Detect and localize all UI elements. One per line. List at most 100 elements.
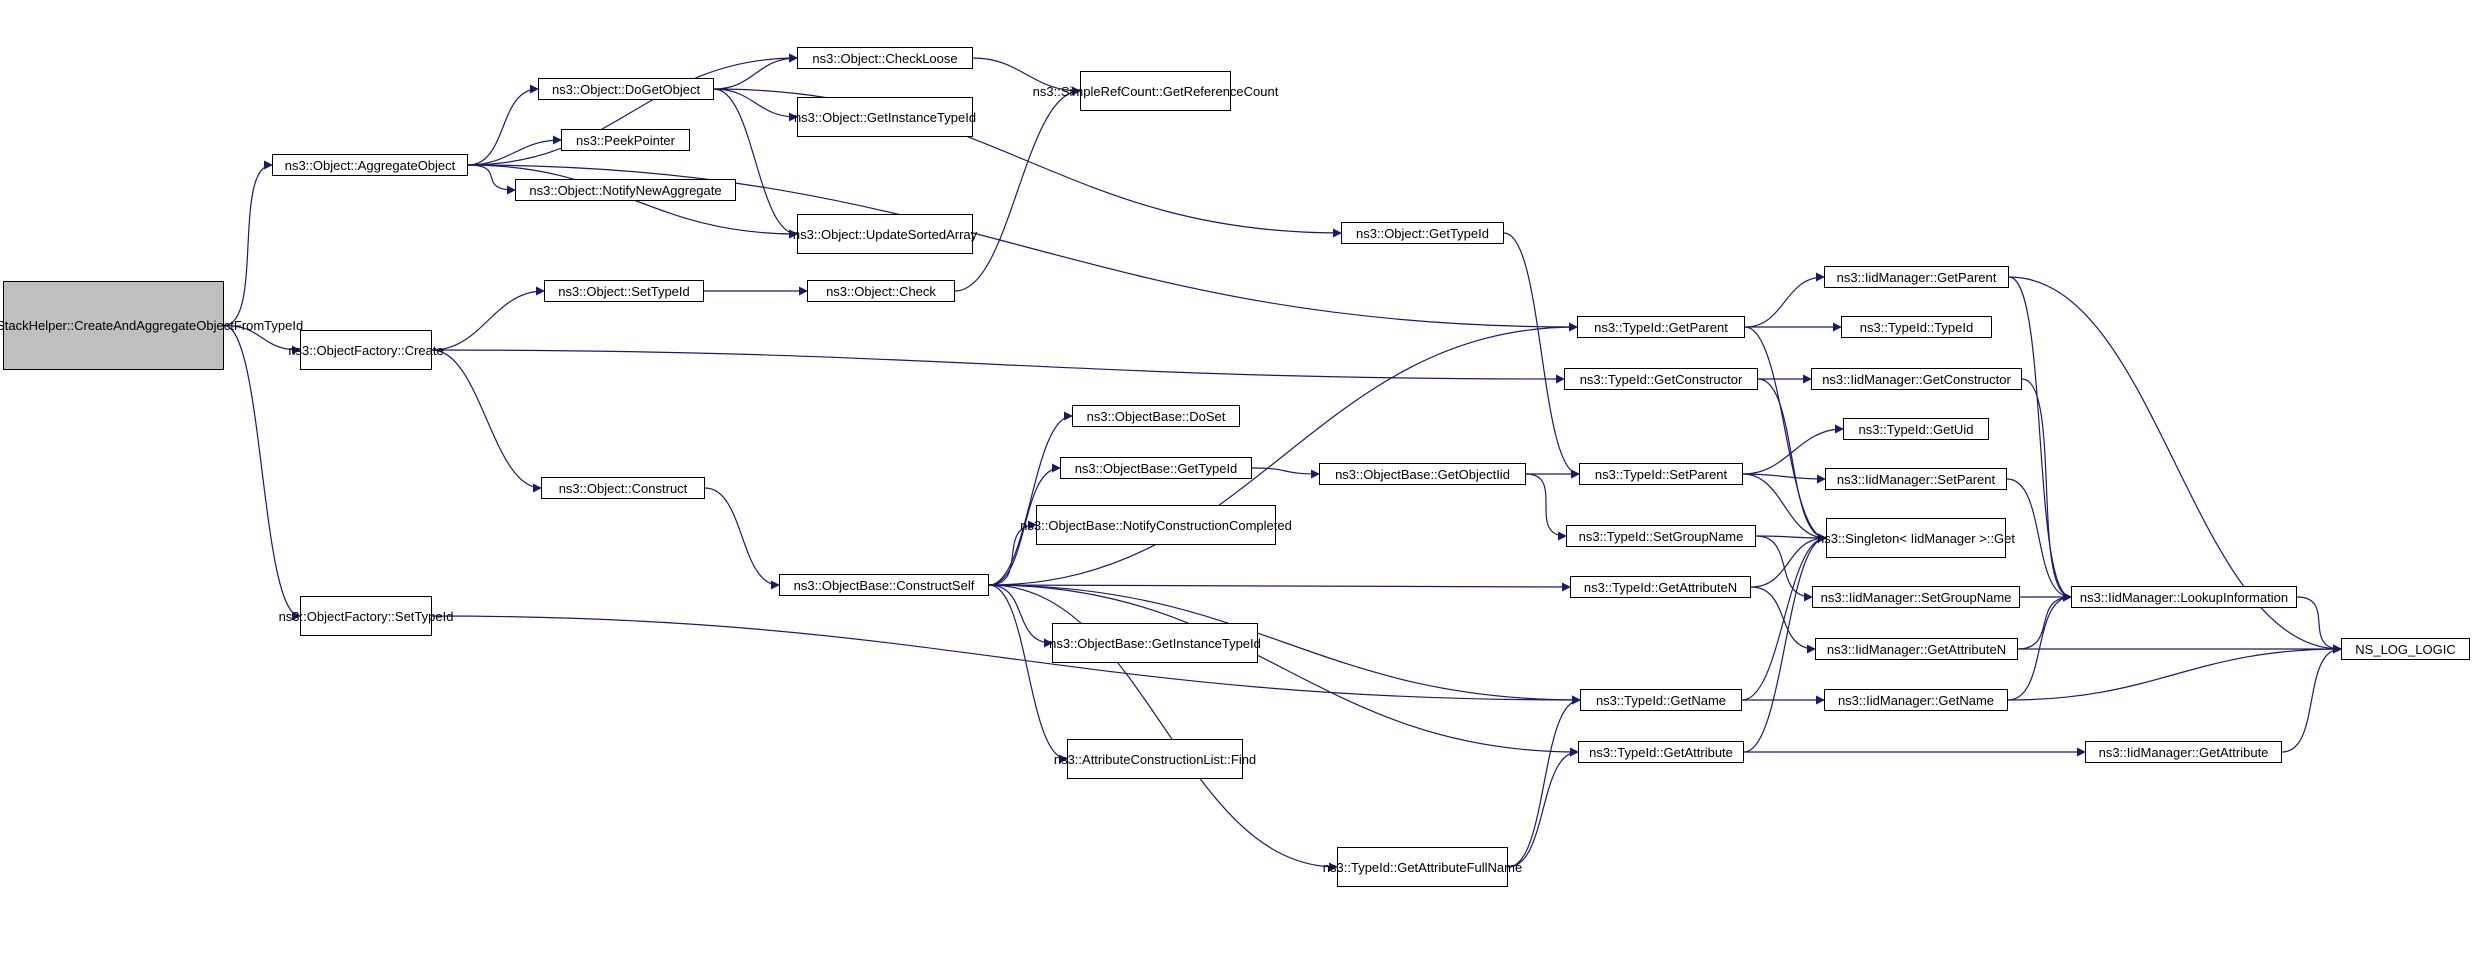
call-edge (713, 88, 798, 239)
node-label-line: ns3::Object::Construct (558, 480, 688, 496)
node-typeid-get-attribute-full-name[interactable]: ns3::TypeId::GetAttribute FullName (1323, 847, 1522, 887)
node-label-line: FullName (1466, 859, 1523, 875)
node-typeid-typeid[interactable]: ns3::TypeId::TypeId (1841, 316, 1992, 338)
node-iid-manager-set-parent[interactable]: ns3::IidManager::SetParent (1825, 468, 2007, 490)
node-typeid-get-constructor[interactable]: ns3::TypeId::GetConstructor (1564, 368, 1758, 390)
call-edge (223, 324, 301, 621)
node-iid-manager-get-constructor[interactable]: ns3::IidManager::GetConstructor (1811, 368, 2022, 390)
node-iid-manager-set-group-name[interactable]: ns3::IidManager::SetGroupName (1812, 586, 2020, 608)
node-label-line: ns3::TypeId::SetGroupName (1578, 528, 1744, 544)
node-ns-log-logic[interactable]: NS_LOG_LOGIC (2341, 638, 2470, 660)
node-typeid-set-group-name[interactable]: ns3::TypeId::SetGroupName (1566, 525, 1756, 547)
call-edge (1755, 533, 1827, 543)
node-label-line: ns3::Object::Check (826, 283, 936, 299)
call-edge (2006, 478, 2072, 602)
node-iid-manager-get-parent[interactable]: ns3::IidManager::GetParent (1824, 266, 2009, 288)
call-edge (1507, 695, 1581, 868)
node-label-line: ns3::TypeId::GetAttributeN (1583, 579, 1738, 595)
node-label-line: ns3::SimpleRefCount (1032, 83, 1156, 99)
node-label-line: Array (946, 226, 978, 242)
node-label-line: ns3::TypeId::SetParent (1594, 466, 1728, 482)
node-iid-manager-get-attribute-n[interactable]: ns3::IidManager::GetAttributeN (1815, 638, 2018, 660)
call-edge (2021, 378, 2072, 602)
call-edge (431, 349, 1565, 384)
node-attribute-construction-list-find[interactable]: ns3::AttributeConstruction List::Find (1054, 739, 1256, 779)
node-label-line: ::SetTypeId (387, 608, 454, 624)
call-edge (972, 57, 1081, 96)
node-object-get-instance-typeid[interactable]: ns3::Object::GetInstance TypeId (794, 97, 976, 137)
node-typeid-get-uid[interactable]: ns3::TypeId::GetUid (1843, 418, 1989, 440)
node-label-line: ns3::Object::NotifyNewAggregate (529, 182, 722, 198)
node-object-notify-new-aggregate[interactable]: ns3::Object::NotifyNewAggregate (515, 179, 736, 201)
node-object-update-sorted-array[interactable]: ns3::Object::UpdateSorted Array (793, 214, 977, 254)
node-object-check[interactable]: ns3::Object::Check (807, 280, 955, 302)
call-edge (467, 164, 516, 195)
node-label-line: ns3::IidManager::GetAttributeN (1826, 641, 2007, 657)
node-singleton-iid-manager-get[interactable]: ns3::Singleton< IidManager >::Get (1817, 518, 2015, 558)
node-label-line: ns3::IidManager::SetParent (1836, 471, 1996, 487)
call-edge (954, 86, 1081, 292)
call-edge (431, 286, 545, 351)
call-edge (2008, 276, 2072, 602)
node-label-line: TypeId (264, 318, 304, 333)
call-edge (1744, 326, 1827, 543)
node-object-base-get-instance-typeid[interactable]: ns3::ObjectBase::GetInstance TypeId (1049, 623, 1261, 663)
call-edge (988, 520, 1037, 586)
node-object-set-typeid[interactable]: ns3::Object::SetTypeId (544, 280, 704, 302)
node-label-line: ns3::Object::CheckLoose (812, 50, 958, 66)
node-iid-manager-lookup-information[interactable]: ns3::IidManager::LookupInformation (2071, 586, 2297, 608)
node-simple-ref-count-get-reference-count[interactable]: ns3::SimpleRefCount ::GetReferenceCount (1033, 71, 1278, 111)
node-label-line: ns3::IidManager::SetGroupName (1820, 589, 2012, 605)
node-typeid-get-attribute[interactable]: ns3::TypeId::GetAttribute (1578, 741, 1744, 763)
node-label-line: TypeId (1221, 635, 1261, 651)
node-object-factory-set-typeid[interactable]: ns3::ObjectFactory ::SetTypeId (279, 596, 453, 636)
node-object-base-get-typeid[interactable]: ns3::ObjectBase::GetTypeId (1060, 457, 1252, 479)
call-edge (1755, 535, 1813, 602)
node-typeid-set-parent[interactable]: ns3::TypeId::SetParent (1579, 463, 1743, 485)
call-edge (1507, 747, 1579, 868)
node-label-line: ns3::ObjectBase::GetInstance (1049, 635, 1222, 651)
node-label-line: ns3::TypeId::GetUid (1858, 421, 1974, 437)
call-edge (1503, 232, 1580, 479)
node-object-aggregate-object[interactable]: ns3::Object::AggregateObject (272, 154, 468, 176)
node-label-line: ns3::InternetStackHelper (0, 318, 67, 333)
node-object-construct[interactable]: ns3::Object::Construct (541, 477, 705, 499)
call-edge (988, 463, 1061, 586)
node-root-create-and-aggregate: ns3::InternetStackHelper ::CreateAndAggr… (0, 281, 303, 370)
node-typeid-get-parent[interactable]: ns3::TypeId::GetParent (1577, 316, 1745, 338)
node-object-factory-create[interactable]: ns3::ObjectFactory ::Create (288, 330, 444, 370)
call-edge (1525, 473, 1567, 541)
call-edge (988, 584, 1068, 764)
node-object-get-typeid[interactable]: ns3::Object::GetTypeId (1341, 222, 1504, 244)
node-object-base-do-set[interactable]: ns3::ObjectBase::DoSet (1072, 405, 1240, 427)
node-object-check-loose[interactable]: ns3::Object::CheckLoose (797, 47, 973, 69)
node-object-base-notify-construction-completed[interactable]: ns3::ObjectBase::NotifyConstruction Comp… (1020, 505, 1292, 545)
node-label-line: ns3::ObjectBase::GetTypeId (1074, 460, 1238, 476)
node-label-line: ns3::IidManager::LookupInformation (2079, 589, 2289, 605)
call-edge (988, 584, 1579, 757)
call-edge (988, 411, 1073, 586)
node-label-line: ns3::TypeId::GetAttribute (1589, 744, 1733, 760)
node-typeid-get-name[interactable]: ns3::TypeId::GetName (1580, 689, 1742, 711)
node-iid-manager-get-attribute[interactable]: ns3::IidManager::GetAttribute (2085, 741, 2282, 763)
node-label-line: ns3::AttributeConstruction (1053, 751, 1204, 767)
node-label-line: ns3::Object::SetTypeId (558, 283, 690, 299)
node-label-line: ::GetReferenceCount (1155, 83, 1279, 99)
node-label-line: ns3::IidManager::GetConstructor (1822, 371, 2011, 387)
node-peek-pointer[interactable]: ns3::PeekPointer (561, 129, 690, 151)
node-label-line: ns3::IidManager::GetParent (1836, 269, 1997, 285)
call-edge (467, 53, 798, 166)
node-label-line: ns3::TypeId::GetAttribute (1322, 859, 1467, 875)
call-edge (988, 584, 1581, 705)
node-object-base-get-object-iid[interactable]: ns3::ObjectBase::GetObjectIid (1319, 463, 1526, 485)
node-object-do-get-object[interactable]: ns3::Object::DoGetObject (538, 78, 714, 100)
node-label-line: ns3::TypeId::GetName (1595, 692, 1727, 708)
node-iid-manager-get-name[interactable]: ns3::IidManager::GetName (1824, 689, 2008, 711)
node-typeid-get-attribute-n[interactable]: ns3::TypeId::GetAttributeN (1570, 576, 1751, 598)
call-edge (1744, 272, 1825, 328)
call-edge (223, 324, 301, 355)
call-edge (2296, 596, 2342, 654)
node-object-base-construct-self[interactable]: ns3::ObjectBase::ConstructSelf (779, 574, 989, 596)
call-edge (1757, 378, 1827, 543)
